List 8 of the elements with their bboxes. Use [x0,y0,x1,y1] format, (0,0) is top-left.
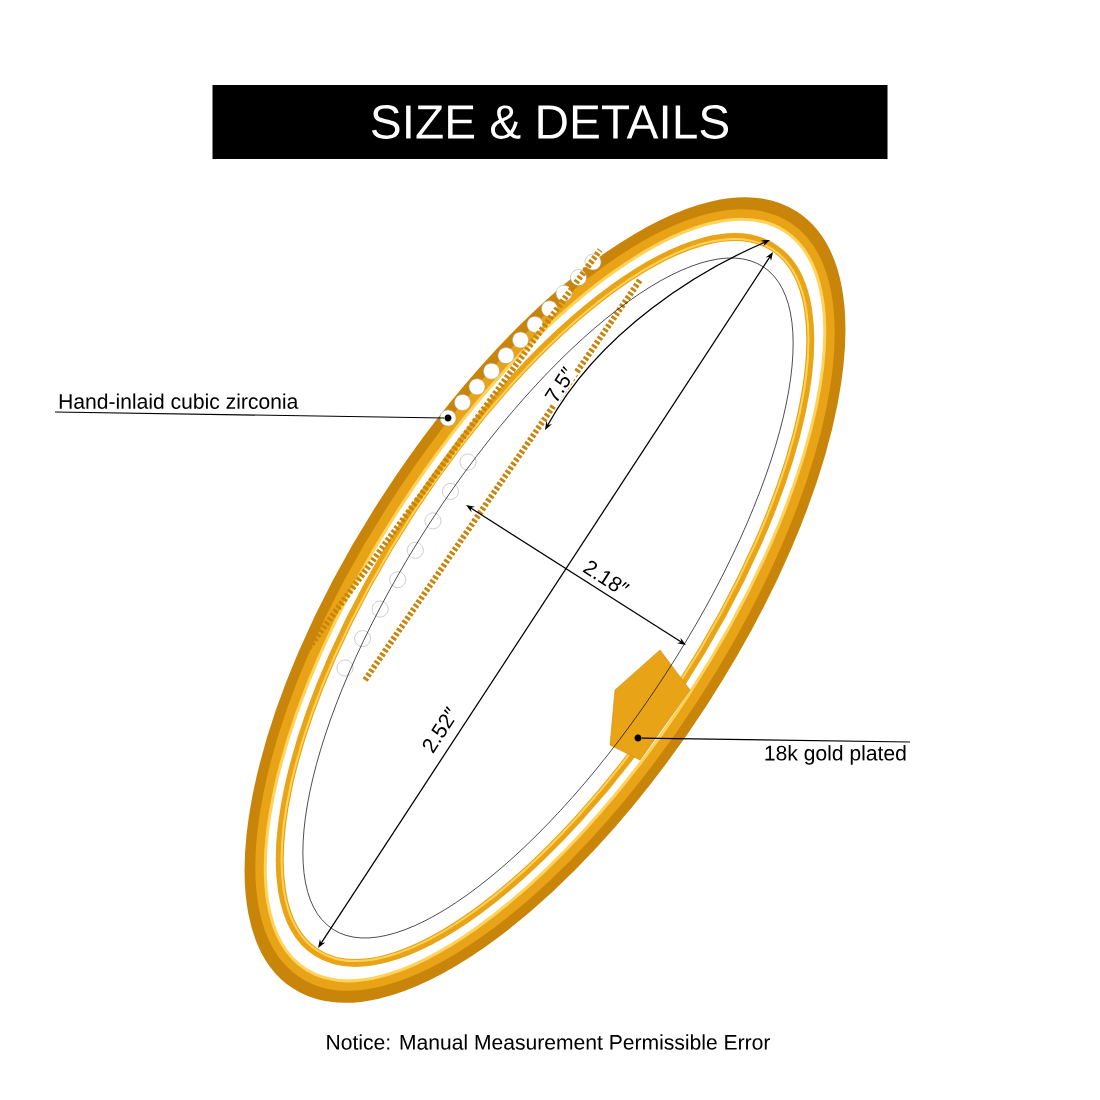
dimension-label: 7.5″ [541,363,579,407]
callout-text: 18k gold plated [765,745,906,765]
dimension-label: 2.18″ [579,556,633,600]
leader-line [54,411,445,419]
leader-line [641,737,911,743]
callout-text: Hand-inlaid cubic zirconia [59,393,299,409]
title-banner: SIZE & DETAILS [212,85,888,159]
caption: Notice: Manual Measurement Permissible Error [327,1034,771,1050]
